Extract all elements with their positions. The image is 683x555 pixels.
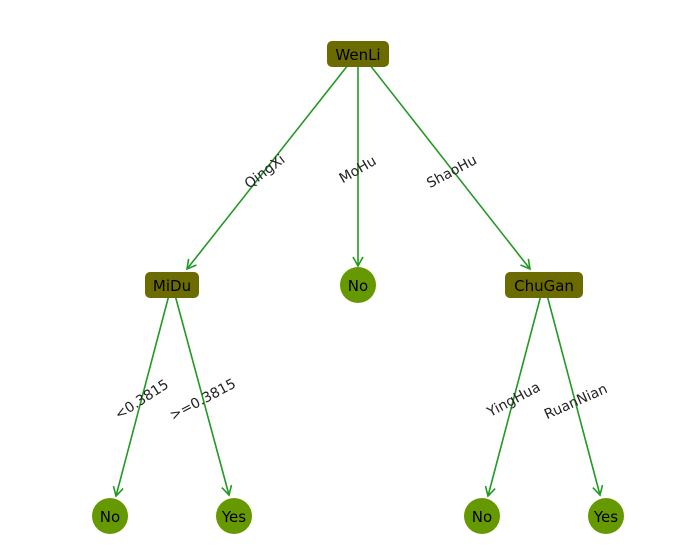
edge-label-ruannian: RuanNian — [542, 381, 610, 423]
edge-label-0-3815: <0.3815 — [112, 377, 172, 423]
leaf-node-circle — [464, 498, 500, 534]
node-label: No — [100, 508, 120, 526]
decision-node-box — [327, 41, 389, 67]
leaf-node-leaf-midu-lt: No — [92, 498, 128, 534]
edge-root-to-midu — [185, 59, 353, 271]
edges-layer — [112, 59, 604, 498]
edge-chugan-to-leaf-chugan-ruan — [546, 294, 604, 497]
leaf-node-circle — [588, 498, 624, 534]
leaf-node-circle — [340, 267, 376, 303]
edge-midu-to-leaf-midu-ge — [174, 294, 233, 497]
edge-chugan-to-leaf-chugan-ying — [484, 294, 542, 498]
node-label: No — [348, 277, 368, 295]
leaf-node-leaf-midu-ge: Yes — [216, 498, 252, 534]
decision-node-midu: MiDu — [145, 272, 199, 298]
leaf-node-leaf-chugan-ying: No — [464, 498, 500, 534]
decision-node-chugan: ChuGan — [505, 272, 583, 298]
edge-midu-to-leaf-midu-lt — [112, 294, 170, 498]
decision-node-box — [145, 272, 199, 298]
leaf-node-leaf-chugan-ruan: Yes — [588, 498, 624, 534]
edge-label-qingxi: QingXi — [242, 152, 288, 193]
node-label: ChuGan — [514, 277, 574, 295]
node-label: WenLi — [335, 46, 380, 64]
node-label: Yes — [221, 508, 246, 526]
node-label: MiDu — [153, 277, 191, 295]
decision-node-root: WenLi — [327, 41, 389, 67]
leaf-node-circle — [216, 498, 252, 534]
edge-label-yinghua: YingHua — [484, 379, 543, 421]
leaf-node-leaf-mohu: No — [340, 267, 376, 303]
node-label: No — [472, 508, 492, 526]
node-label: Yes — [593, 508, 618, 526]
edge-label-0-3815: >=0.3815 — [167, 376, 238, 424]
edge-root-to-chugan — [365, 59, 532, 271]
leaf-node-circle — [92, 498, 128, 534]
decision-node-box — [505, 272, 583, 298]
edge-label-shaohu: ShaoHu — [424, 152, 479, 192]
